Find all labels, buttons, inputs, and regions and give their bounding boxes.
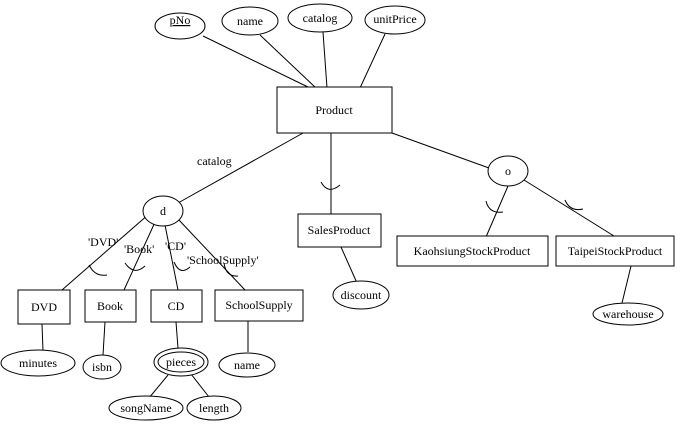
attribute-minutes: minutes [0, 349, 76, 377]
attribute-length: length [186, 395, 242, 421]
attribute-discount-label: discount [341, 288, 382, 302]
disjoint-symbol: d [160, 204, 166, 218]
attribute-pieces-label: pieces [166, 355, 196, 369]
connector-lines [41, 31, 632, 399]
attribute-warehouse: warehouse [592, 302, 664, 326]
entity-taipei-label: TaipeiStockProduct [568, 244, 663, 258]
entity-book: Book [84, 289, 137, 323]
condition-dvd-label: 'DVD' [88, 235, 118, 249]
attribute-unit-price-label: unitPrice [373, 12, 416, 26]
attribute-catalog-label: catalog [303, 11, 338, 25]
condition-book-label: 'Book' [124, 242, 154, 256]
attribute-name: name [221, 6, 279, 36]
entity-product-label: Product [315, 103, 353, 117]
discriminator-catalog-label: catalog [197, 154, 232, 168]
attribute-pno-label: pNo [170, 13, 191, 27]
attribute-name-label: name [237, 14, 263, 28]
attribute-song-name: songName [108, 395, 184, 421]
condition-school-supply-label: 'SchoolSupply' [187, 253, 259, 267]
attribute-discount: discount [332, 280, 390, 310]
overlap-specialization-circle: o [487, 155, 529, 187]
entity-sales-product: SalesProduct [297, 213, 382, 248]
entity-kaohsiung-label: KaohsiungStockProduct [414, 244, 531, 258]
attribute-pno: pNo [154, 12, 206, 40]
entity-taipei-stock-product: TaipeiStockProduct [555, 235, 675, 267]
attribute-length-label: length [199, 401, 229, 415]
condition-cd-label: 'CD' [165, 239, 186, 253]
entity-product: Product [276, 86, 393, 134]
entity-sales-product-label: SalesProduct [308, 223, 371, 237]
attribute-song-name-label: songName [120, 401, 171, 415]
attribute-isbn-label: isbn [92, 360, 112, 374]
attribute-pieces-multivalued: pieces [153, 347, 209, 377]
entity-kaohsiung-stock-product: KaohsiungStockProduct [396, 235, 549, 267]
entity-book-label: Book [97, 299, 123, 313]
entity-cd-label: CD [168, 299, 185, 313]
attribute-isbn: isbn [82, 354, 122, 380]
entity-dvd: DVD [17, 289, 71, 325]
attribute-catalog: catalog [287, 3, 353, 33]
subset-arcs [88, 181, 584, 277]
entity-school-supply-label: SchoolSupply [225, 298, 292, 312]
attribute-minutes-label: minutes [19, 356, 57, 370]
attribute-unit-price: unitPrice [364, 5, 426, 35]
entity-cd: CD [150, 289, 203, 323]
disjoint-specialization-circle: d [142, 195, 184, 227]
overlap-symbol: o [505, 164, 511, 178]
attribute-warehouse-label: warehouse [602, 307, 653, 321]
attribute-school-name: name [218, 352, 276, 378]
entity-school-supply: SchoolSupply [214, 289, 304, 322]
entity-dvd-label: DVD [31, 300, 57, 314]
attribute-school-name-label: name [234, 358, 260, 372]
